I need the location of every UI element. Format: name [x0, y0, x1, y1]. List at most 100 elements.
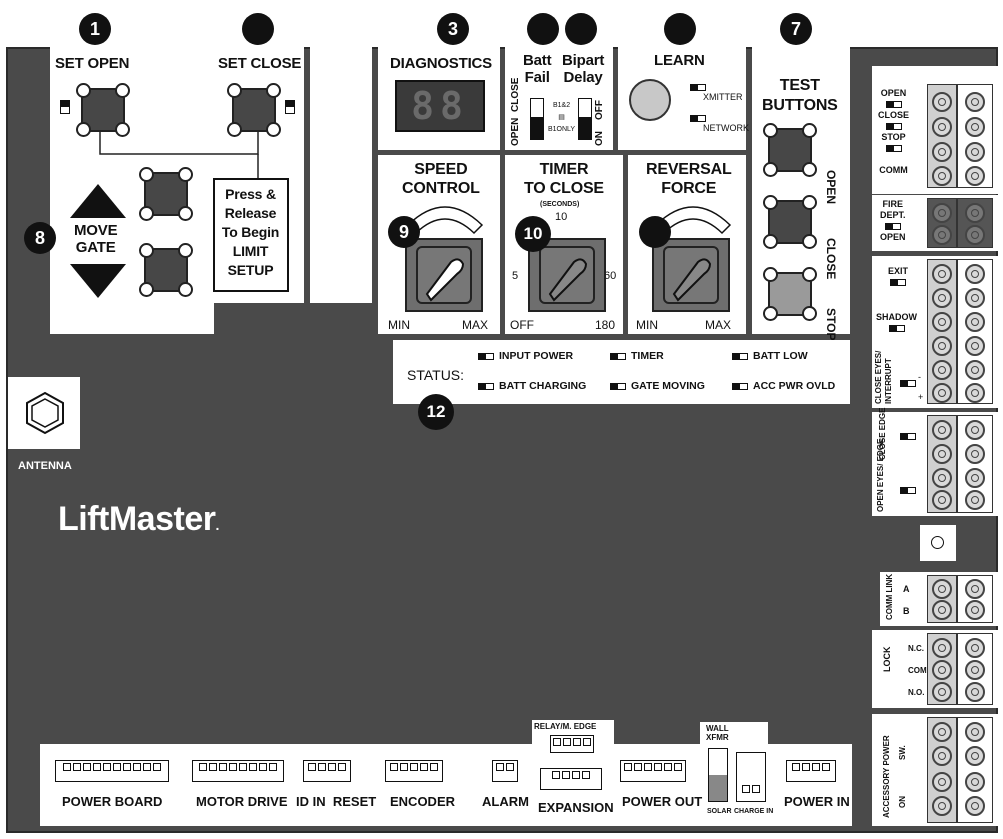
- terminal-screw[interactable]: [965, 336, 985, 356]
- move-gate-open-button[interactable]: [139, 167, 193, 221]
- terminal-screw[interactable]: [965, 722, 985, 742]
- callout-2: [242, 13, 274, 45]
- terminal-screw[interactable]: [965, 312, 985, 332]
- id-in-reset-connector[interactable]: [303, 760, 351, 782]
- acc-sw-label: SW.: [898, 745, 907, 760]
- terminal-screw[interactable]: [932, 166, 952, 186]
- alarm-connector[interactable]: [492, 760, 518, 782]
- terminal-screw[interactable]: [965, 600, 985, 620]
- terminal-screw[interactable]: [965, 682, 985, 702]
- power-in-connector[interactable]: [786, 760, 836, 782]
- bipart-delay-switch[interactable]: [578, 98, 592, 140]
- terminal-screw[interactable]: [965, 360, 985, 380]
- expansion-connector[interactable]: [540, 768, 602, 790]
- xmitter-label: XMITTER: [703, 92, 743, 102]
- charge-in-connector[interactable]: [736, 752, 766, 802]
- terminal-screw[interactable]: [932, 336, 952, 356]
- terminal-screw[interactable]: [965, 796, 985, 816]
- close-eyes-label: CLOSE EYES/ INTERRUPT: [874, 350, 893, 404]
- terminal-screw[interactable]: [965, 142, 985, 162]
- batt-fail-close-label: CLOSE: [510, 77, 521, 112]
- relay-connector[interactable]: [550, 735, 594, 753]
- terminal-screw[interactable]: [932, 660, 952, 680]
- dip-switch-panel: [505, 47, 613, 150]
- terminal-screw[interactable]: [965, 264, 985, 284]
- status-label: STATUS:: [407, 367, 465, 383]
- speed-control-knob[interactable]: [405, 238, 483, 312]
- terminal-screw[interactable]: [932, 360, 952, 380]
- terminal-screw[interactable]: [932, 203, 952, 223]
- terminal-screw[interactable]: [932, 600, 952, 620]
- terminal-screw[interactable]: [932, 772, 952, 792]
- reversal-arc: [654, 206, 732, 235]
- antenna-connector-icon[interactable]: [22, 390, 68, 436]
- terminal-screw[interactable]: [965, 203, 985, 223]
- timer-to-close-knob[interactable]: [528, 238, 606, 312]
- terminal-screw[interactable]: [932, 722, 952, 742]
- terminal-screw[interactable]: [932, 579, 952, 599]
- terminal-screw[interactable]: [965, 420, 985, 440]
- power-out-label: POWER OUT: [622, 794, 703, 809]
- terminal-screw[interactable]: [965, 288, 985, 308]
- network-led: [690, 110, 711, 128]
- terminal-screw[interactable]: [932, 796, 952, 816]
- learn-button[interactable]: [629, 79, 671, 121]
- terminal-screw[interactable]: [932, 92, 952, 112]
- timer-5-label: 5: [512, 270, 519, 282]
- terminal-screw[interactable]: [965, 92, 985, 112]
- comm-link-label: COMM LINK: [885, 573, 894, 620]
- power-board-connector[interactable]: [55, 760, 169, 782]
- power-out-connector[interactable]: [620, 760, 686, 782]
- terminal-screw[interactable]: [932, 468, 952, 488]
- set-close-label: SET CLOSE: [218, 55, 302, 72]
- terminal-screw[interactable]: [932, 638, 952, 658]
- terminal-screw[interactable]: [965, 383, 985, 403]
- status-panel: [393, 340, 850, 404]
- terminal-screw[interactable]: [932, 383, 952, 403]
- solar-switch[interactable]: [708, 748, 728, 802]
- motor-drive-connector[interactable]: [192, 760, 284, 782]
- encoder-connector[interactable]: [385, 760, 443, 782]
- test-close-button[interactable]: [763, 195, 817, 249]
- test-open-button[interactable]: [763, 123, 817, 177]
- terminal-screw[interactable]: [965, 166, 985, 186]
- terminal-screw[interactable]: [965, 772, 985, 792]
- terminal-screw[interactable]: [965, 117, 985, 137]
- terminal-screw[interactable]: [965, 638, 985, 658]
- terminal-screw[interactable]: [932, 225, 952, 245]
- terminal-screw[interactable]: [932, 746, 952, 766]
- network-label: NETWORK: [703, 123, 749, 133]
- terminal-screw[interactable]: [932, 490, 952, 510]
- batt-fail-switch[interactable]: [530, 98, 544, 140]
- terminal-screw[interactable]: [932, 117, 952, 137]
- close-edge-led: [900, 428, 916, 446]
- terminal-screw[interactable]: [932, 142, 952, 162]
- terminal-screw[interactable]: [965, 746, 985, 766]
- antenna-label: ANTENNA: [18, 460, 72, 472]
- terminal-screw[interactable]: [932, 312, 952, 332]
- move-gate-close-button[interactable]: [139, 243, 193, 297]
- reversal-force-knob[interactable]: [652, 238, 730, 312]
- callout-6: [664, 13, 696, 45]
- terminal-screw[interactable]: [965, 490, 985, 510]
- set-open-button[interactable]: [76, 83, 130, 137]
- terminal-screw[interactable]: [965, 579, 985, 599]
- terminal-screw[interactable]: [932, 264, 952, 284]
- set-close-button[interactable]: [227, 83, 281, 137]
- power-in-label: POWER IN: [784, 794, 850, 809]
- terminal-screw[interactable]: [965, 660, 985, 680]
- open-eyes-label: OPEN EYES/ EDGE: [876, 438, 885, 512]
- terminal-screw[interactable]: [965, 468, 985, 488]
- speed-min-label: MIN: [388, 318, 410, 332]
- terminal-screw[interactable]: [932, 420, 952, 440]
- terminal-screw[interactable]: [965, 225, 985, 245]
- callout-10: 10: [515, 216, 551, 252]
- test-stop-button[interactable]: [763, 267, 817, 321]
- terminal-screw[interactable]: [965, 444, 985, 464]
- terminal-screw[interactable]: [932, 444, 952, 464]
- terminal-screw[interactable]: [932, 682, 952, 702]
- terminal-screw[interactable]: [932, 288, 952, 308]
- reversal-max-label: MAX: [705, 318, 732, 332]
